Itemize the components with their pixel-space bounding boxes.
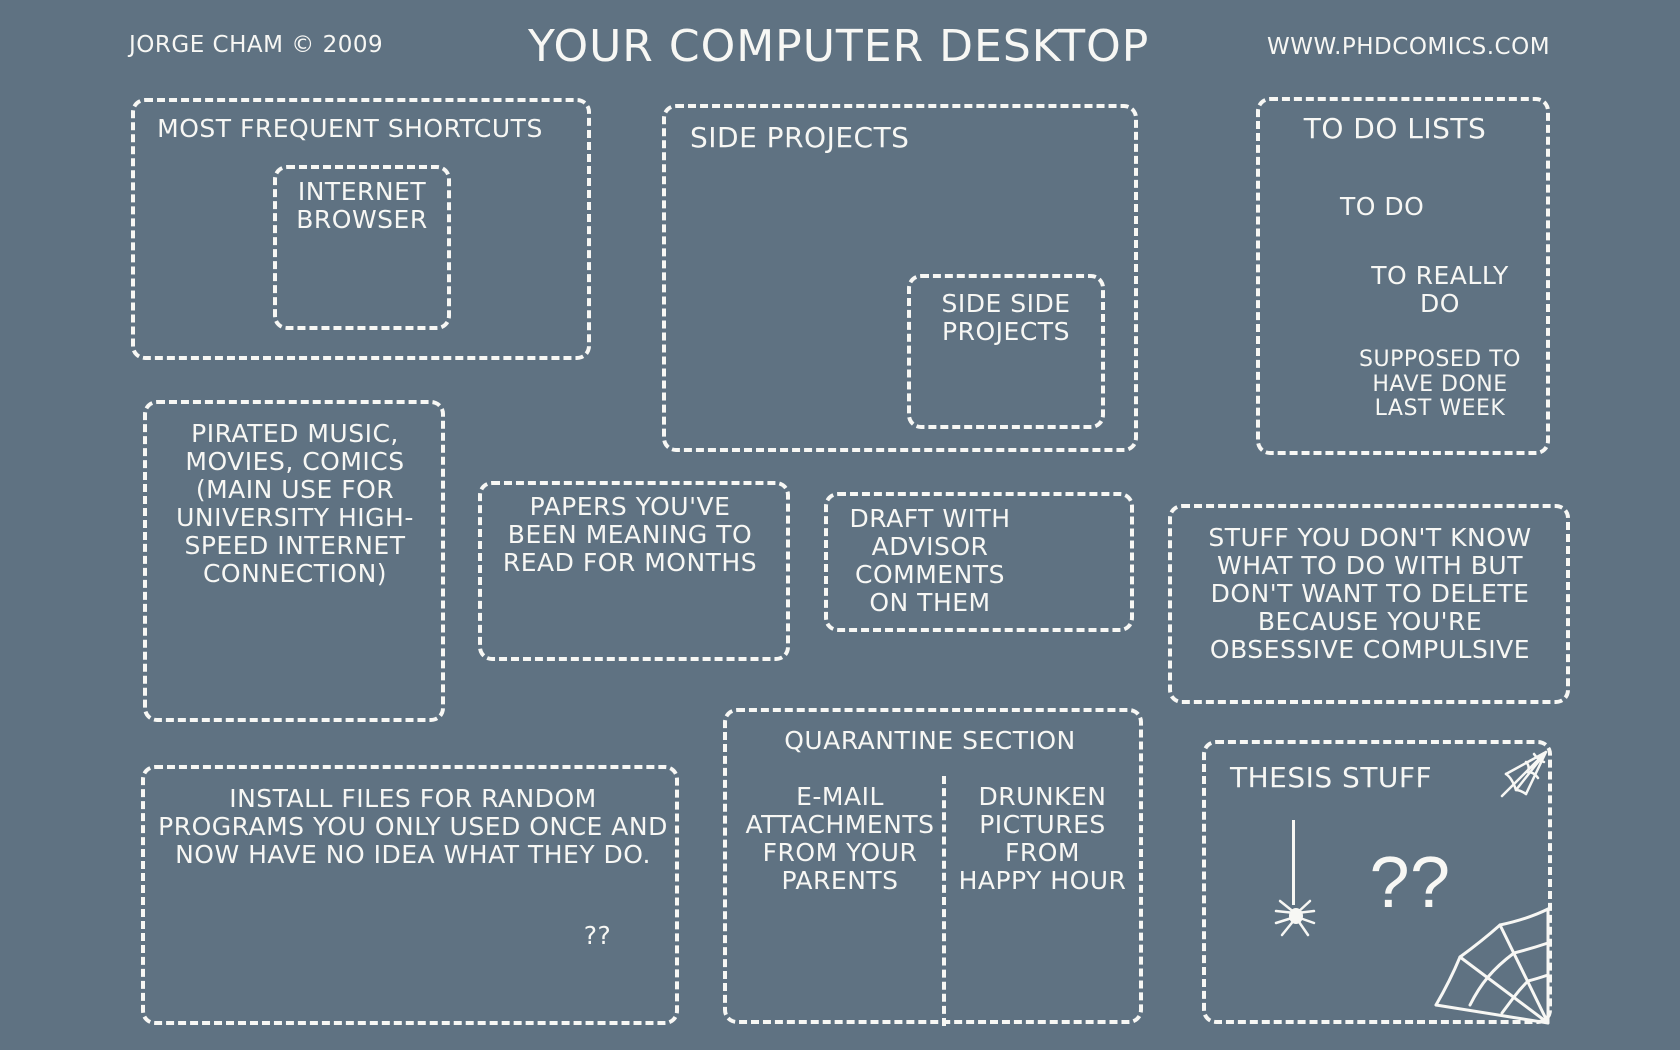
quarantine-divider <box>942 776 946 1026</box>
quarantine-email-attachments: E-MAIL ATTACHMENTS FROM YOUR PARENTS <box>745 782 935 895</box>
zone-install-files[interactable] <box>141 765 679 1025</box>
credit-text: JORGE CHAM © 2009 <box>129 32 384 58</box>
spider-web-bottom-icon <box>1434 907 1550 1025</box>
zone-pirated-media-label: PIRATED MUSIC, MOVIES, COMICS (MAIN USE … <box>176 419 414 588</box>
zone-advisor-draft[interactable] <box>824 492 1134 632</box>
quarantine-drunken-pictures: DRUNKEN PICTURES FROM HAPPY HOUR <box>958 782 1127 895</box>
zone-install-files-label: INSTALL FILES FOR RANDOM PROGRAMS YOU ON… <box>158 784 668 869</box>
page-title: YOUR COMPUTER DESKTOP <box>528 21 1150 72</box>
zone-side-side-projects[interactable] <box>907 274 1105 429</box>
zone-papers-to-read[interactable] <box>478 481 790 661</box>
spider-icon <box>1274 899 1316 937</box>
zone-internet-browser-label: INTERNET BROWSER <box>296 177 428 234</box>
zone-internet-browser[interactable] <box>273 165 451 330</box>
zone-misc-stuff[interactable] <box>1168 504 1570 704</box>
zone-side-projects-label: SIDE PROJECTS <box>690 121 910 154</box>
zone-shortcuts-label: MOST FREQUENT SHORTCUTS <box>157 114 543 143</box>
zone-papers-to-read-label: PAPERS YOU'VE BEEN MEANING TO READ FOR M… <box>502 492 758 577</box>
zone-shortcuts[interactable] <box>131 98 591 360</box>
zone-quarantine-label: QUARANTINE SECTION <box>784 726 1076 755</box>
spider-thread <box>1292 820 1295 905</box>
todo-item-to-do: TO DO <box>1340 192 1425 221</box>
zone-side-side-projects-label: SIDE SIDE PROJECTS <box>941 289 1071 346</box>
zone-misc-stuff-label: STUFF YOU DON'T KNOW WHAT TO DO WITH BUT… <box>1208 523 1532 664</box>
site-url: WWW.PHDCOMICS.COM <box>1267 34 1551 60</box>
thesis-question-marks: ?? <box>1369 843 1451 923</box>
zone-quarantine[interactable] <box>723 708 1143 1024</box>
todo-item-last-week: SUPPOSED TO HAVE DONE LAST WEEK <box>1359 347 1521 422</box>
zone-pirated-media[interactable] <box>143 400 445 722</box>
zone-todo-lists-label: TO DO LISTS <box>1303 112 1487 145</box>
zone-thesis-label: THESIS STUFF <box>1230 761 1433 794</box>
zone-advisor-draft-label: DRAFT WITH ADVISOR COMMENTS ON THEM <box>849 504 1011 617</box>
install-question-marks: ?? <box>583 921 612 950</box>
spider-web-corner-icon <box>1500 750 1548 798</box>
zone-thesis[interactable] <box>1202 740 1552 1024</box>
todo-item-really-do: TO REALLY DO <box>1371 261 1509 318</box>
zone-side-projects[interactable] <box>662 104 1138 452</box>
zone-todo-lists[interactable] <box>1256 97 1550 455</box>
